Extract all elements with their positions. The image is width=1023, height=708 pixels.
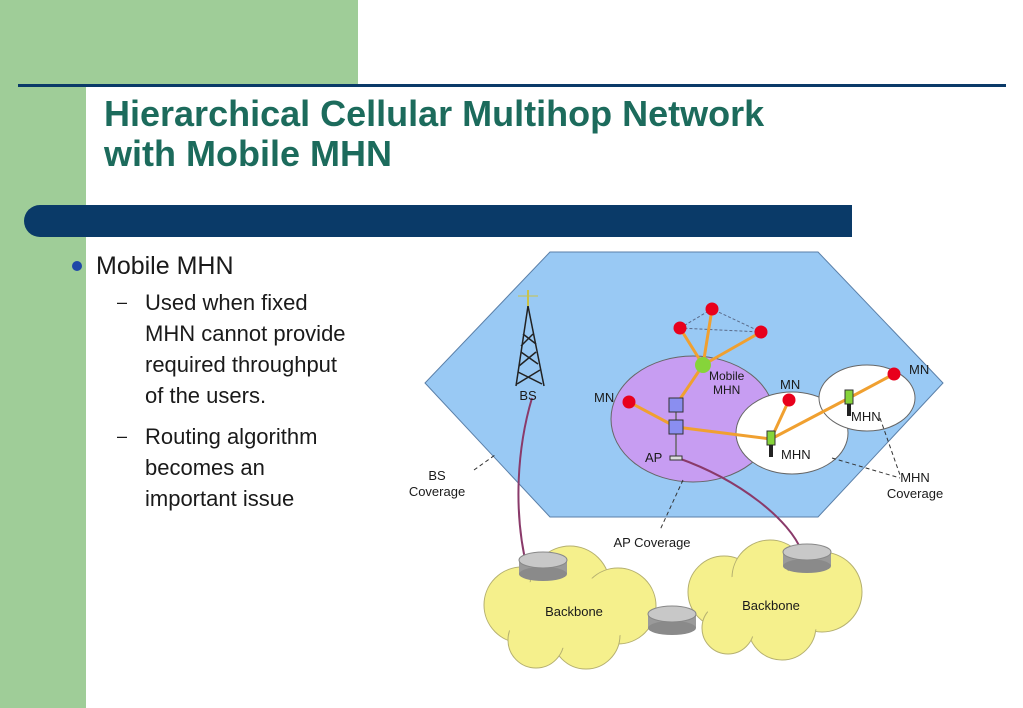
mobile-mhn-label-2: MHN <box>713 383 740 397</box>
mhn-device-icon-lower <box>766 430 776 457</box>
pointer-lines <box>473 417 901 531</box>
sub-bullet-text: Routing algorithm becomes an important i… <box>145 424 318 511</box>
link-line <box>701 307 714 367</box>
router-icon-right <box>782 543 832 573</box>
backbone-left-label: Backbone <box>545 604 603 619</box>
router-bottom <box>519 567 567 581</box>
mn-node <box>673 321 687 335</box>
slide-title: Hierarchical Cellular Multihop Network w… <box>104 94 764 174</box>
diagram-labels: BS BS Coverage MN Mobile MHN AP MN MN MH… <box>409 362 943 619</box>
router-top <box>782 543 832 561</box>
backbone-right-label: Backbone <box>742 598 800 613</box>
cloud-core <box>500 576 636 648</box>
router-top <box>518 551 568 569</box>
ap-backbone-link <box>677 457 803 553</box>
pointer-line <box>473 454 496 471</box>
mn-node <box>782 393 796 407</box>
tower-brace <box>516 369 541 385</box>
bullet-dot-icon <box>72 261 82 271</box>
mn-node <box>754 325 768 339</box>
router-bottom <box>648 621 696 635</box>
link-line <box>627 400 678 429</box>
network-diagram: BS BS Coverage MN Mobile MHN AP MN MN MH… <box>409 251 944 670</box>
bullet-text: Mobile MHN <box>96 252 234 280</box>
backbone-cloud-right-fill <box>706 570 838 638</box>
sub-bullet-item: – Used when fixed MHN cannot provide req… <box>117 287 370 411</box>
tower-brace <box>518 351 537 367</box>
bullet-item: Mobile MHN <box>70 252 370 281</box>
backbone-cloud-left-fill <box>500 576 636 648</box>
pointer-line <box>831 457 901 479</box>
sub-bullet-item: – Routing algorithm becomes an important… <box>117 421 370 514</box>
mn-node <box>622 395 636 409</box>
mhn-upper-label: MHN <box>851 409 881 424</box>
dash-icon: – <box>117 292 128 312</box>
link-line <box>674 425 773 441</box>
bs-coverage-label-2: Coverage <box>409 484 465 499</box>
dash-icon: – <box>117 426 128 446</box>
pointer-line <box>659 479 684 531</box>
bullet-list: Mobile MHN – Used when fixed MHN cannot … <box>70 252 370 514</box>
mhn-stand <box>769 445 773 457</box>
tower-leg <box>527 305 545 387</box>
link-line <box>847 372 896 400</box>
mn-node <box>887 367 901 381</box>
mhn-stand <box>847 404 851 416</box>
mn-left-label: MN <box>594 390 614 405</box>
mobile-mhn-label-1: Mobile <box>709 369 745 383</box>
router-top <box>647 605 697 623</box>
dashed-cluster-outline <box>678 308 762 333</box>
mhn-coverage-cell-upper <box>818 364 916 432</box>
ap-base <box>669 455 683 461</box>
ap-label: AP <box>645 450 662 465</box>
mhn-coverage-label-2: Coverage <box>887 486 943 501</box>
top-divider-line <box>18 84 1006 87</box>
ap-upper-box <box>668 397 684 413</box>
ap-device-icon <box>668 397 684 461</box>
left-green-band <box>0 0 86 708</box>
bs-label: BS <box>519 388 537 403</box>
mn-node <box>705 302 719 316</box>
mn-mid-label: MN <box>780 377 800 392</box>
mhn-lower-label: MHN <box>781 447 811 462</box>
cloud-core <box>706 570 838 638</box>
mhn-device-icon-upper <box>844 389 854 416</box>
mhn-coverage-label-1: MHN <box>900 470 930 485</box>
bs-coverage-label-1: BS <box>428 468 446 483</box>
router-icon-left <box>518 551 568 581</box>
mn-right-label: MN <box>909 362 929 377</box>
pointer-line <box>879 417 901 476</box>
title-underline-bar <box>24 205 852 237</box>
title-line-1: Hierarchical Cellular Multihop Network <box>104 93 765 134</box>
router-bottom <box>783 559 831 573</box>
mobile-mhn-node <box>695 357 711 373</box>
links-group <box>627 307 896 441</box>
bs-backbone-link <box>517 397 533 573</box>
title-line-2: with Mobile MHN <box>104 133 392 174</box>
ap-lower-box <box>668 419 684 435</box>
link-line <box>769 396 851 441</box>
link-line <box>701 330 763 367</box>
bs-tower-icon <box>515 290 545 387</box>
top-green-band <box>0 0 358 86</box>
tower-brace <box>517 371 543 385</box>
tower-brace <box>520 333 534 347</box>
mhn-body <box>766 430 776 446</box>
tower-brace <box>522 333 537 345</box>
router-icon-middle <box>647 605 697 635</box>
sub-bullet-text: Used when fixed MHN cannot provide requi… <box>145 290 346 408</box>
mhn-body <box>844 389 854 405</box>
ap-coverage-label: AP Coverage <box>613 535 690 550</box>
